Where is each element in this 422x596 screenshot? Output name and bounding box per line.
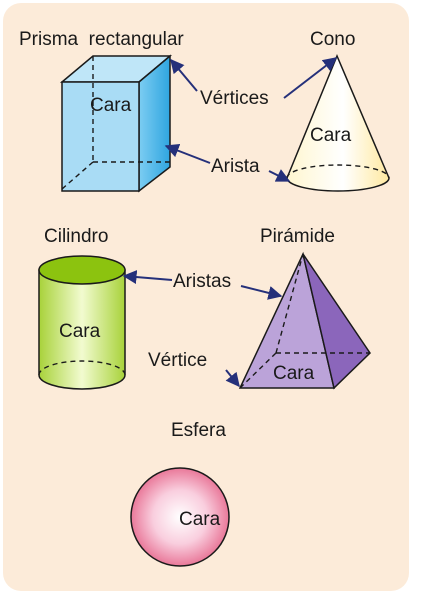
arrow-aristas-to-cylinder xyxy=(122,270,173,285)
face-label-prism: Cara xyxy=(90,95,132,116)
pyramid-hidden-edges xyxy=(239,253,370,389)
label-arista: Arista xyxy=(211,156,260,177)
label-aristas: Aristas xyxy=(173,271,231,292)
title-prism: Prisma rectangular xyxy=(19,29,184,50)
arrow-aristas-to-pyramid xyxy=(240,285,283,300)
cylinder-hidden-base-edge xyxy=(38,360,126,376)
face-label-pyramid: Cara xyxy=(273,363,315,384)
cylinder-top-face xyxy=(38,255,126,285)
arrow-vertices-to-prism xyxy=(170,58,198,92)
sphere xyxy=(130,467,230,567)
arrow-arista-to-cone xyxy=(268,169,291,182)
title-cone: Cono xyxy=(310,29,355,50)
cone-lateral-surface xyxy=(286,54,390,192)
pyramid-side-face xyxy=(302,253,371,390)
pointer-arrows xyxy=(122,57,338,388)
arrow-arista-to-prism xyxy=(164,144,211,164)
arrow-vertices-to-cone xyxy=(283,57,338,99)
title-sphere: Esfera xyxy=(171,420,226,441)
cylinder xyxy=(38,255,126,390)
cone-hidden-base-edge xyxy=(286,164,390,179)
cylinder-body xyxy=(38,269,126,390)
cone xyxy=(286,54,390,192)
prism-hidden-edges xyxy=(61,56,170,190)
face-label-cone: Cara xyxy=(310,125,352,146)
label-vertice: Vértice xyxy=(148,350,207,371)
title-cylinder: Cilindro xyxy=(44,226,108,247)
arrow-vertice-to-pyramid xyxy=(225,369,240,388)
face-label-sphere: Cara xyxy=(179,509,221,530)
prism-front-face xyxy=(61,81,140,192)
title-pyramid: Pirámide xyxy=(260,226,335,247)
square-pyramid xyxy=(238,251,371,390)
label-vertices: Vértices xyxy=(200,88,269,109)
rectangular-prism xyxy=(59,54,173,193)
face-label-cylinder: Cara xyxy=(59,321,101,342)
